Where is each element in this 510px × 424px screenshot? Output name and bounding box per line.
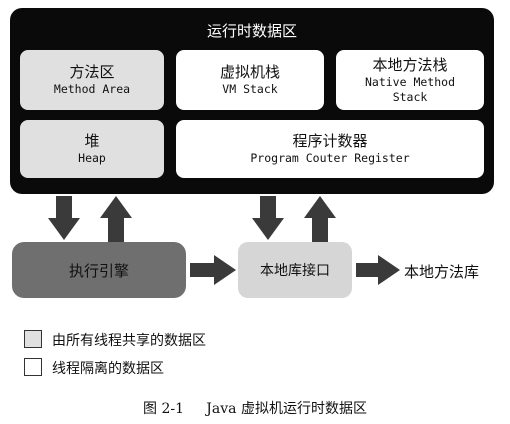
arrow-up-from-engine	[100, 196, 132, 242]
legend-private-swatch	[24, 358, 42, 376]
method-area-zh: 方法区	[69, 63, 115, 81]
vm-stack-box: 虚拟机栈 VM Stack	[176, 50, 324, 110]
legend-private-label: 线程隔离的数据区	[52, 361, 164, 377]
execution-engine-label: 执行引擎	[68, 261, 129, 280]
native-method-stack-en-line1: Native Method	[364, 74, 455, 89]
arrow-down-to-engine	[48, 196, 80, 240]
figure-number: 图 2-1	[143, 401, 185, 417]
legend-shared-label: 由所有线程共享的数据区	[52, 333, 206, 349]
arrow-up-from-native-interface	[304, 196, 336, 242]
method-area-en: Method Area	[53, 82, 131, 96]
vm-stack-zh: 虚拟机栈	[219, 63, 280, 81]
program-counter-zh: 程序计数器	[292, 132, 368, 150]
native-interface-label: 本地库接口	[260, 263, 330, 279]
execution-engine-box: 执行引擎	[12, 242, 186, 298]
arrow-interface-to-library	[356, 255, 400, 285]
method-area-box: 方法区 Method Area	[20, 50, 164, 110]
native-method-stack-box: 本地方法栈 Native Method Stack	[336, 50, 484, 110]
native-library-label: 本地方法库	[404, 263, 480, 281]
arrow-down-to-native-interface	[252, 196, 284, 240]
figure-caption: 图 2-1 Java 虚拟机运行时数据区	[0, 398, 510, 418]
vm-stack-en: VM Stack	[222, 82, 278, 96]
native-method-stack-zh: 本地方法栈	[372, 55, 448, 74]
figure-title: Java 虚拟机运行时数据区	[206, 401, 367, 417]
native-interface-box: 本地库接口	[238, 242, 352, 298]
arrow-engine-to-interface	[190, 255, 236, 285]
heap-en: Heap	[78, 151, 106, 165]
program-counter-en: Program Couter Register	[250, 151, 410, 165]
program-counter-box: 程序计数器 Program Couter Register	[176, 120, 484, 178]
legend-shared-swatch	[24, 330, 42, 348]
runtime-data-area-title: 运行时数据区	[206, 22, 297, 40]
native-method-stack-en-line2: Stack	[392, 89, 428, 104]
heap-box: 堆 Heap	[20, 120, 164, 178]
heap-zh: 堆	[84, 132, 100, 150]
